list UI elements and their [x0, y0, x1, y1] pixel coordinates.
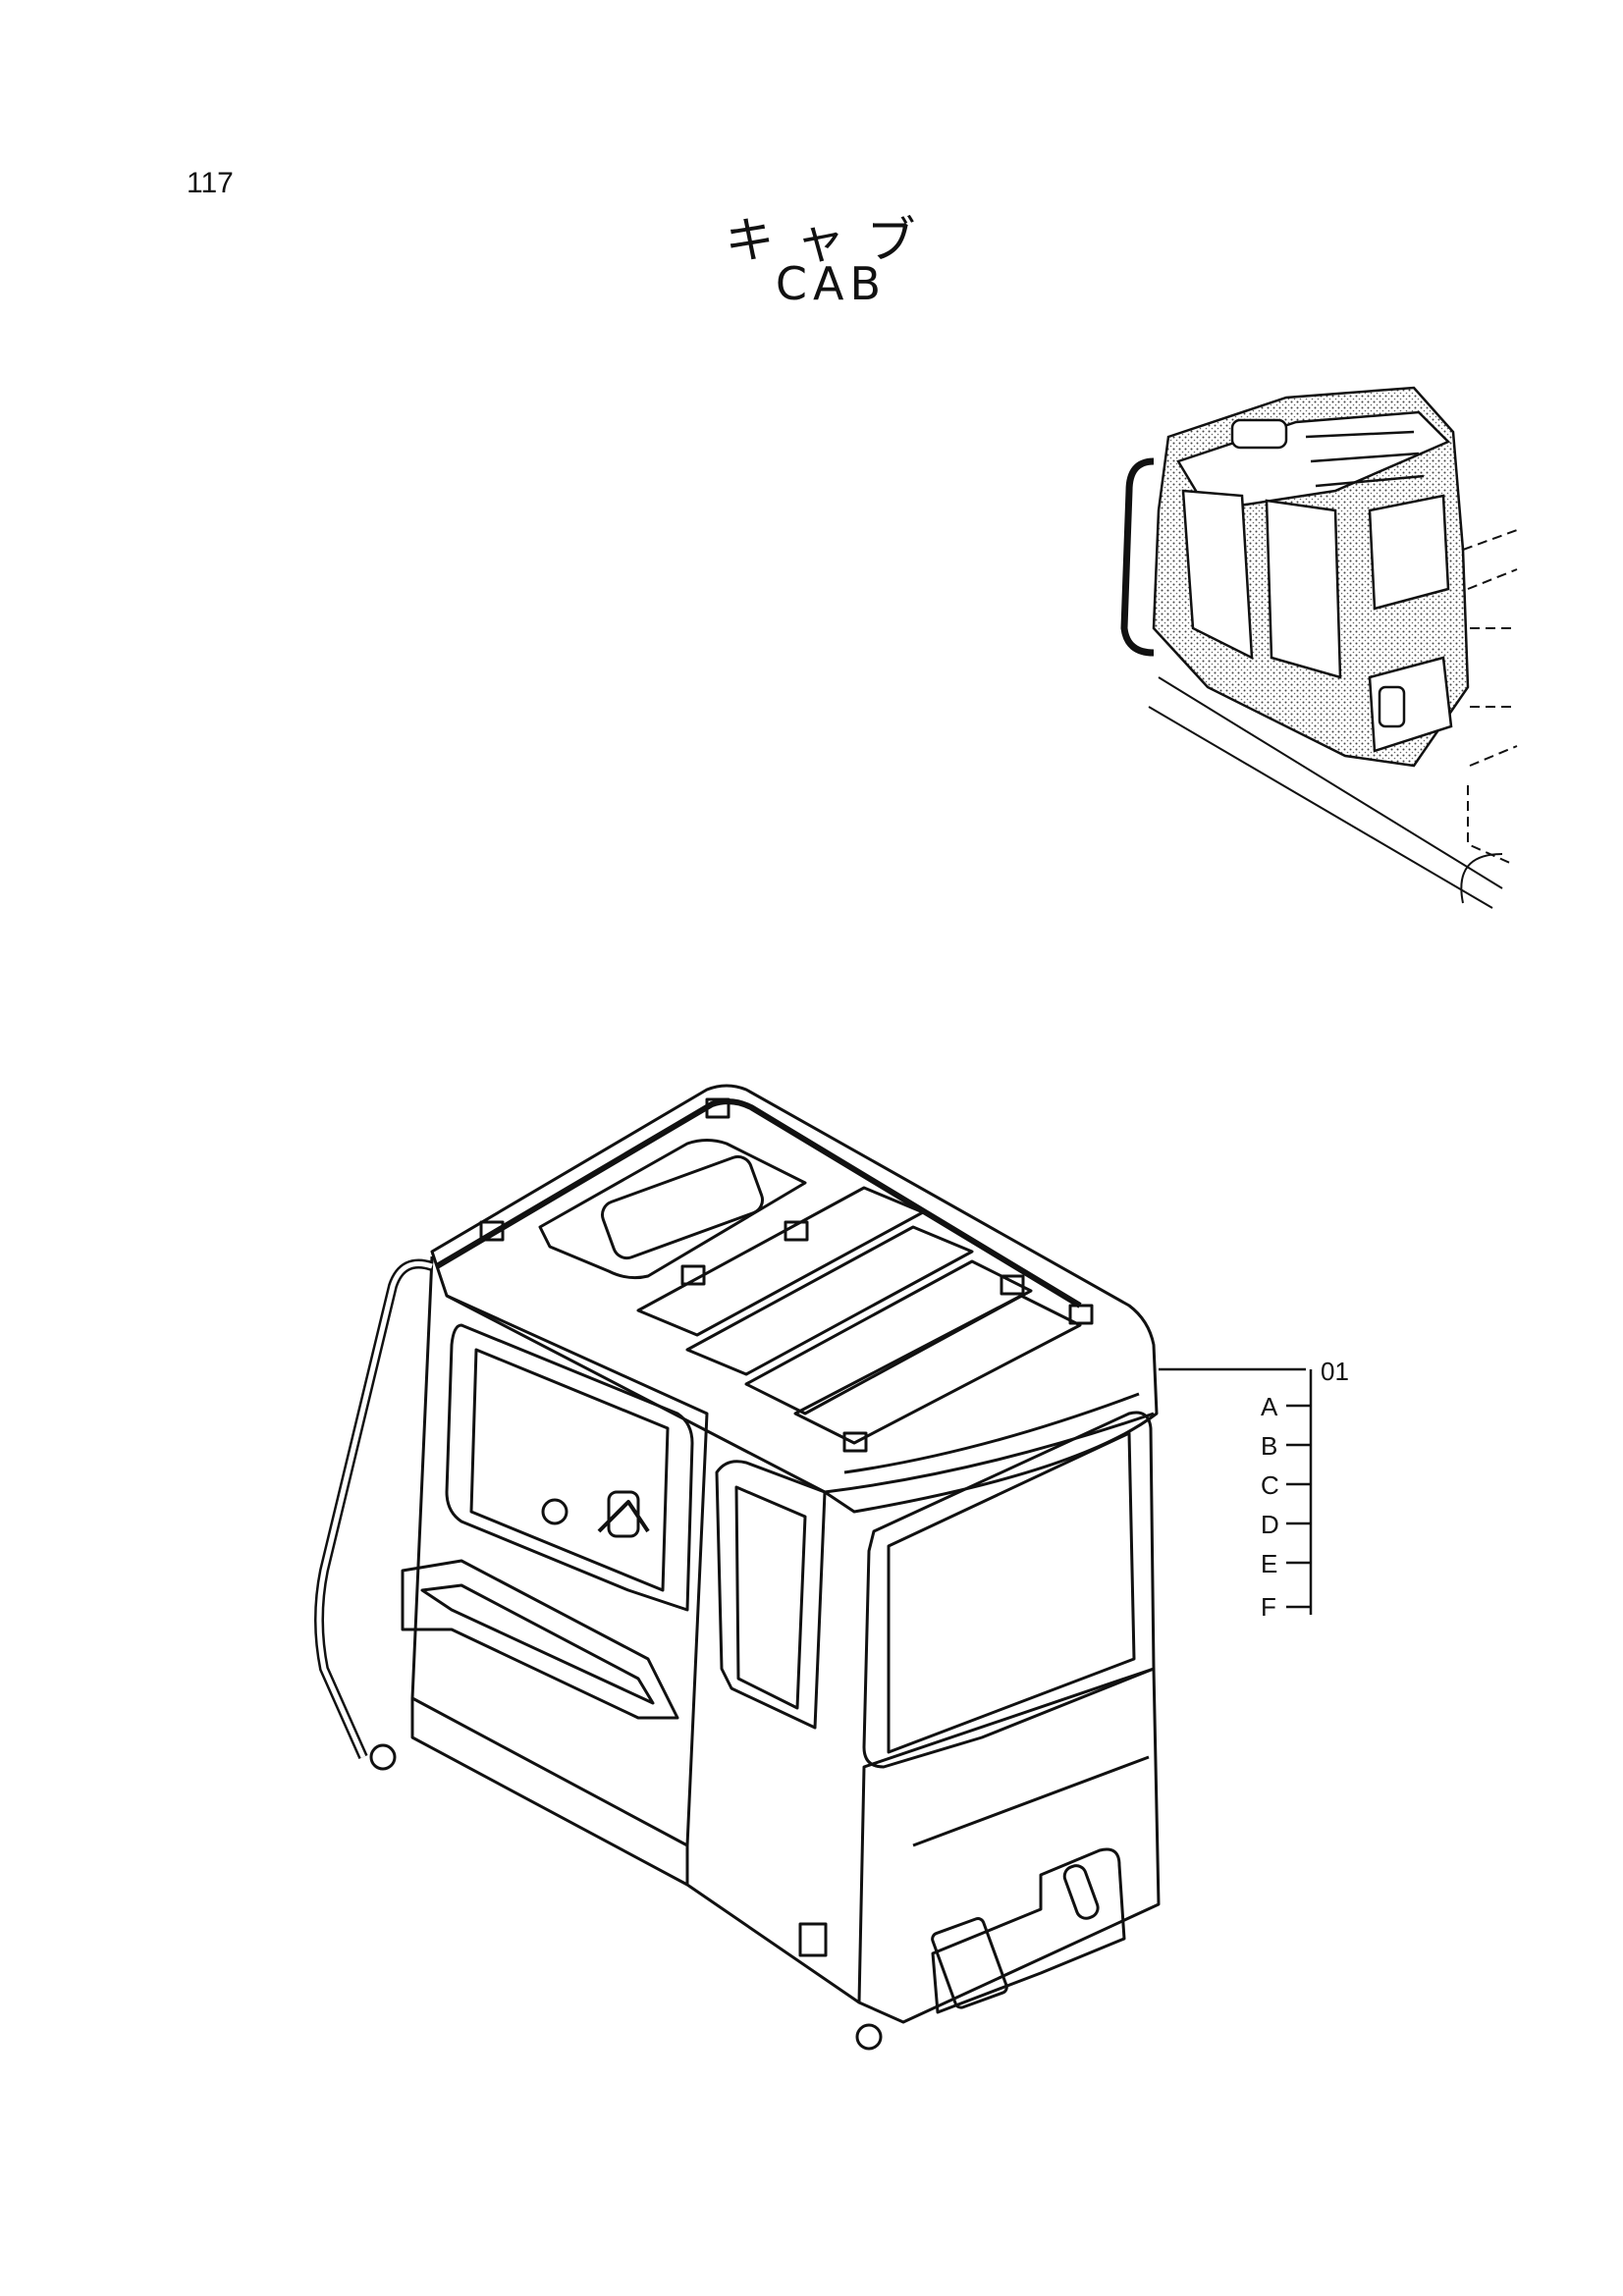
callout-F: F [1261, 1592, 1276, 1622]
roof-clip [680, 1264, 706, 1286]
callout-E: E [1261, 1549, 1277, 1578]
locator-cab [1120, 386, 1470, 768]
callout-D: D [1261, 1510, 1279, 1539]
page-number: 117 [187, 167, 234, 199]
title-japanese: キャブ [725, 212, 938, 269]
door-window-upper [445, 1323, 694, 1612]
front-window [862, 1411, 1156, 1769]
bolt [541, 1498, 568, 1525]
roof-outline [430, 1084, 1159, 1514]
side-vent [798, 1922, 828, 1957]
roof-hatch [538, 1139, 807, 1280]
front-access-hatch [931, 1847, 1126, 2014]
roof-clip [842, 1431, 868, 1453]
roof-clip [784, 1220, 809, 1242]
callout-C: C [1261, 1470, 1279, 1500]
roof-rail [435, 1098, 1082, 1308]
roof-front-edge [824, 1412, 1155, 1494]
callout-B: B [1261, 1431, 1277, 1461]
callout-lines [1159, 1367, 1313, 1615]
callout-01: 01 [1321, 1357, 1349, 1386]
callout-A: A [1261, 1392, 1278, 1421]
bolt [855, 2023, 883, 2051]
roof-clip [479, 1220, 505, 1242]
front-pane-left [715, 1460, 827, 1730]
title-english: CAB [775, 257, 888, 310]
roof-clip [1000, 1274, 1025, 1296]
access-panel [931, 1917, 1008, 2009]
door-handle [607, 1490, 640, 1538]
front-lower-panel [857, 1667, 1161, 2024]
roof-clip [1068, 1304, 1094, 1325]
locator-base [1148, 529, 1518, 909]
bolt [369, 1743, 397, 1771]
door-window-lower [401, 1559, 679, 1720]
